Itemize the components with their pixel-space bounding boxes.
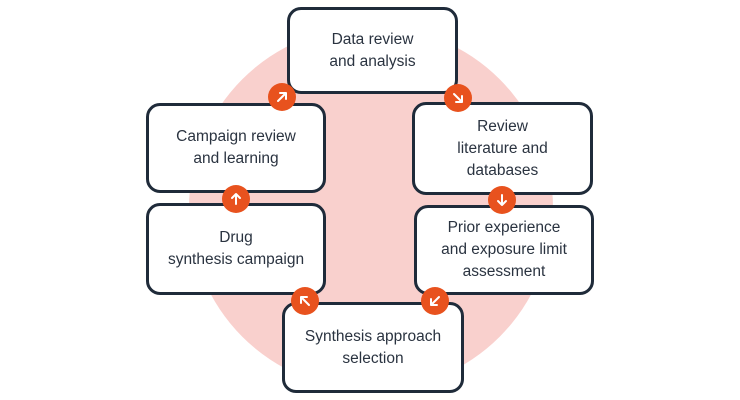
arrow-up-right-icon bbox=[268, 83, 296, 111]
step-drug-synthesis: Drug synthesis campaign bbox=[146, 203, 326, 295]
step-label: Drug synthesis campaign bbox=[167, 229, 305, 268]
step-data-review: Data review and analysis bbox=[287, 7, 458, 94]
step-review-literature: Review literature and databases bbox=[412, 102, 593, 195]
step-label: Data review and analysis bbox=[329, 30, 416, 70]
step-label: Synthesis approach selection bbox=[304, 327, 442, 367]
arrow-down-left-icon bbox=[421, 287, 449, 315]
step-synthesis-approach: Synthesis approach selection bbox=[282, 302, 464, 393]
arrow-up-left-icon bbox=[291, 287, 319, 315]
step-label: Prior experience and exposure limit asse… bbox=[441, 219, 567, 280]
step-campaign-review: Campaign review and learning bbox=[146, 103, 326, 193]
arrow-up-icon bbox=[222, 185, 250, 213]
arrow-down-icon bbox=[488, 186, 516, 214]
step-label: Campaign review and learning bbox=[176, 128, 296, 167]
step-label: Review literature and databases bbox=[457, 117, 548, 179]
arrow-down-right-icon bbox=[444, 84, 472, 112]
step-prior-experience: Prior experience and exposure limit asse… bbox=[414, 205, 594, 295]
